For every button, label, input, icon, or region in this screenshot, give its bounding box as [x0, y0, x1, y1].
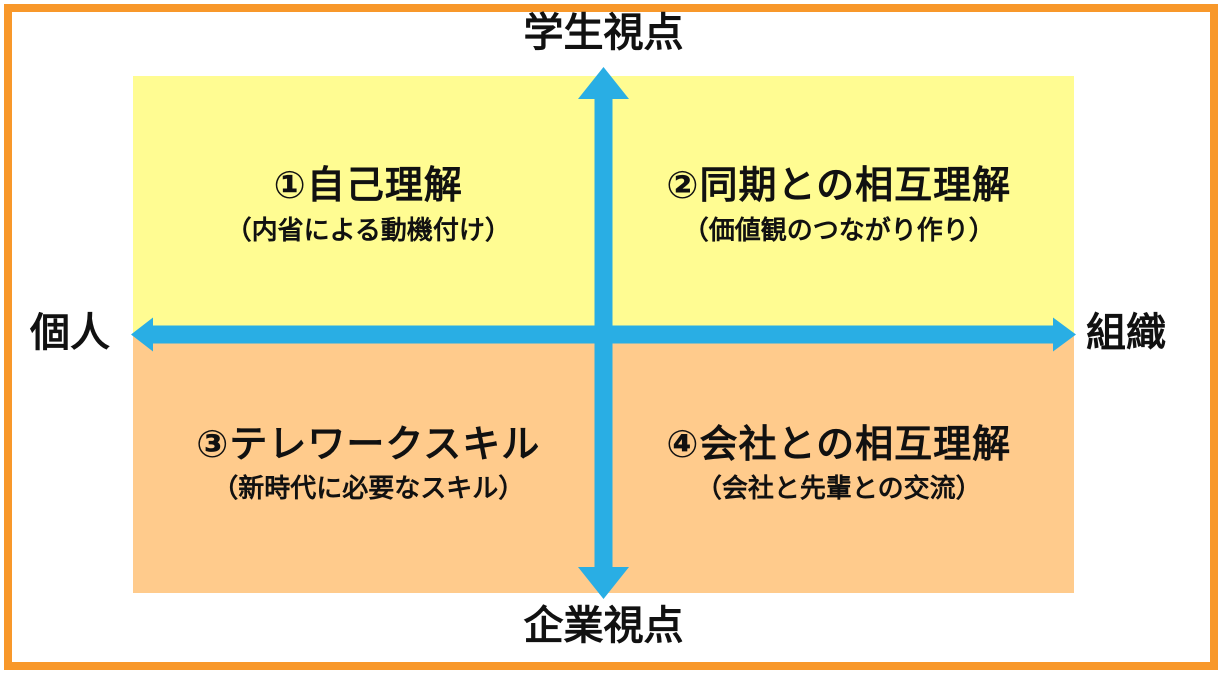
quadrant-subtitle: （内省による動機付け） [225, 214, 511, 245]
quadrant-grid: ①自己理解 （内省による動機付け） ②同期との相互理解 （価値観のつながり作り）… [133, 76, 1074, 593]
axis-label-right: 組織 [1086, 311, 1166, 355]
quadrant-title: ②同期との相互理解 [666, 165, 1012, 208]
axis-label-top: 学生視点 [523, 11, 684, 55]
quadrant-subtitle: （会社と先輩との交流） [695, 473, 982, 504]
quadrant-subtitle: （価値観のつながり作り） [682, 214, 995, 245]
axis-label-left: 個人 [30, 311, 110, 355]
quadrant-bottom-right: ④会社との相互理解 （会社と先輩との交流） [603, 334, 1074, 593]
quadrant-subtitle: （新時代に必要なスキル） [212, 473, 525, 504]
quadrant-title: ①自己理解 [273, 165, 463, 208]
quadrant-top-right: ②同期との相互理解 （価値観のつながり作り） [603, 76, 1074, 335]
quadrant-bottom-left: ③テレワークスキル （新時代に必要なスキル） [133, 334, 604, 593]
quadrant-title: ④会社との相互理解 [666, 423, 1012, 466]
quadrant-title: ③テレワークスキル [196, 423, 541, 466]
quadrant-top-left: ①自己理解 （内省による動機付け） [133, 76, 604, 335]
axis-label-bottom: 企業視点 [523, 604, 684, 648]
